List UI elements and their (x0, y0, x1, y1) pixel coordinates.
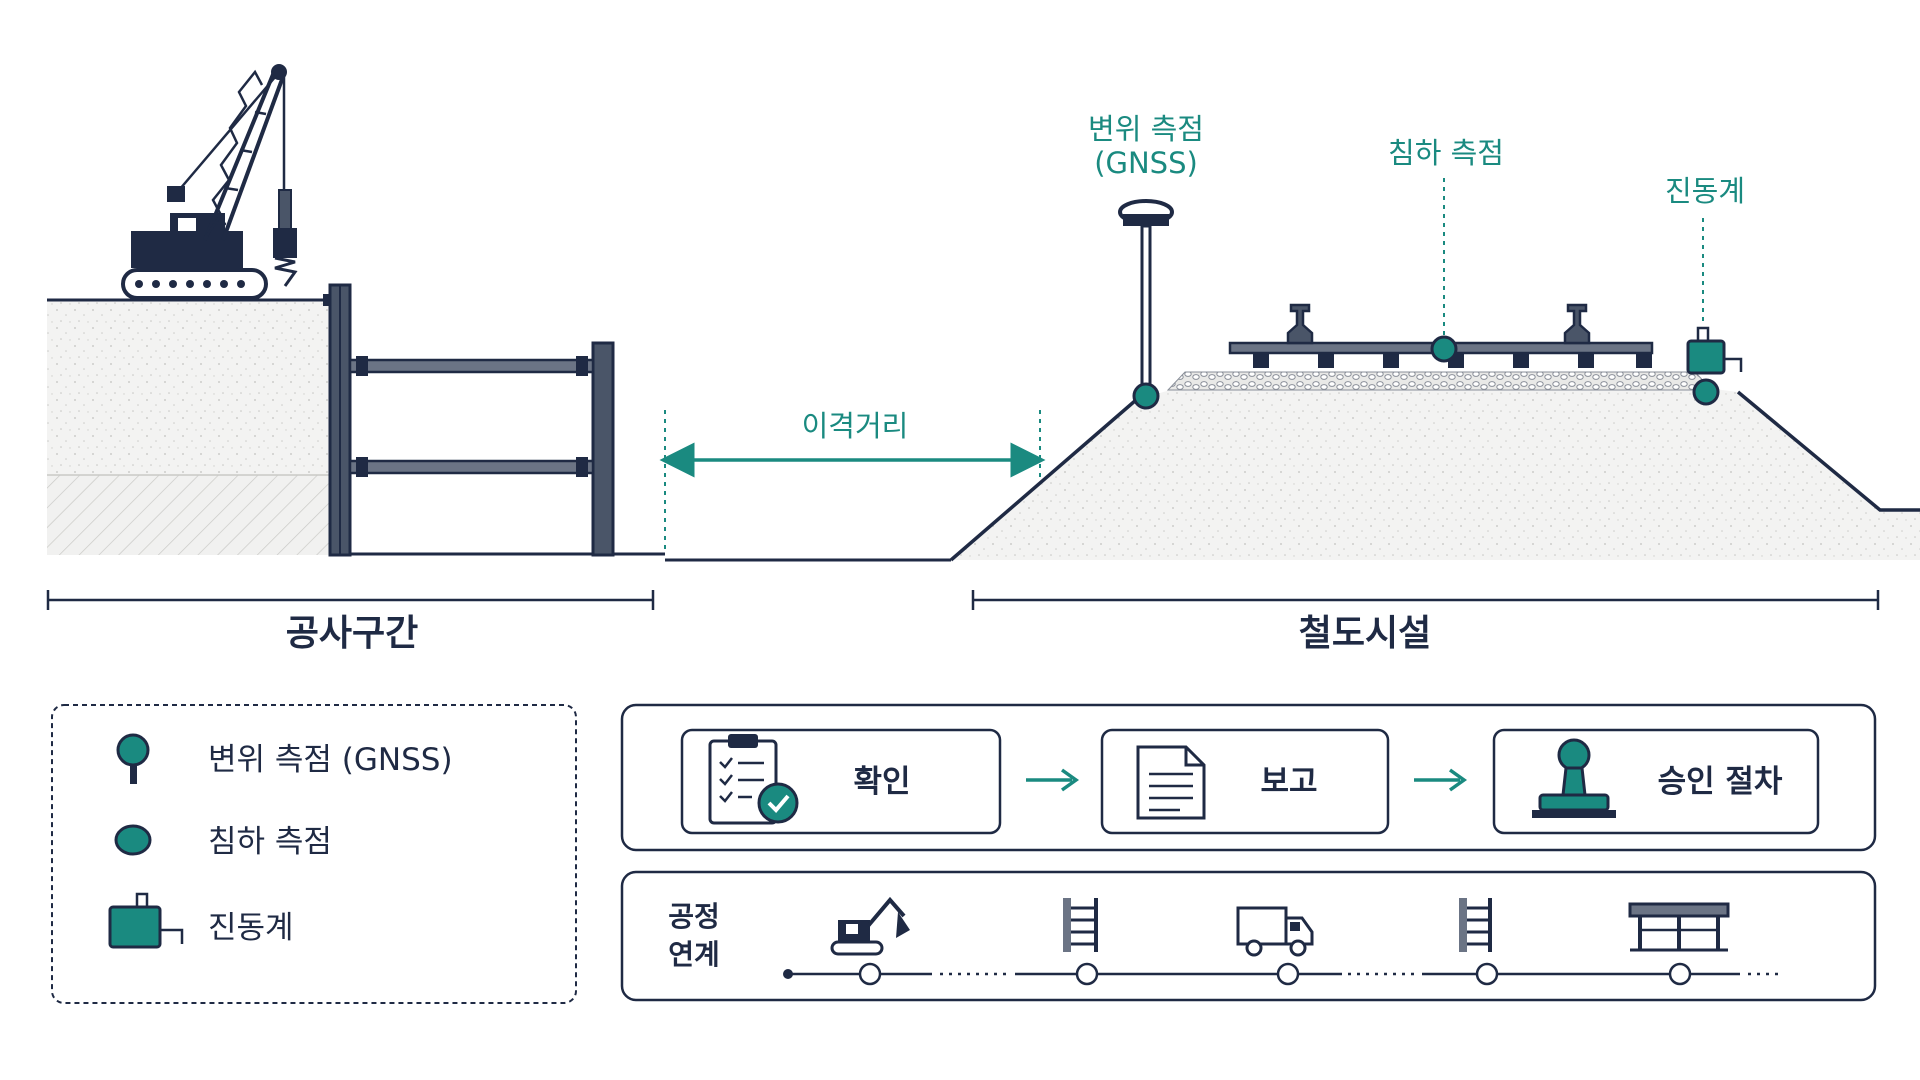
process-step-confirm: 확인 (680, 728, 1002, 835)
arrow-right-icon (1414, 768, 1468, 792)
separation-label: 이격거리 (802, 409, 909, 443)
linkage-timeline (783, 962, 1782, 986)
process-panel: 확인 보고 (620, 703, 1877, 852)
railway-embankment (665, 388, 1920, 562)
vibration-label: 진동계 (1665, 174, 1745, 208)
vibration-marker-icon (108, 892, 184, 949)
linkage-panel: 공정 연계 (620, 870, 1877, 1002)
legend-label-vibration: 진동계 (208, 910, 294, 946)
process-step-label-approval: 승인 절차 (1658, 764, 1783, 800)
gnss-marker-icon (116, 733, 150, 784)
process-step-report: 보고 (1100, 728, 1390, 835)
legend-label-settlement: 침하 측점 (208, 824, 332, 860)
strut-lower (348, 457, 595, 477)
excavator-icon (830, 896, 910, 956)
legend-item-vibration: 진동계 (108, 892, 294, 949)
crawler-crane-icon (121, 64, 298, 300)
legend-label-gnss: 변위 측점 (GNSS) (208, 742, 453, 778)
structure-icon (1628, 902, 1730, 952)
stamp-icon (1532, 738, 1616, 818)
railway-section-label: 철도시설 (1299, 613, 1431, 654)
separation-distance: 이격거리 (659, 409, 1046, 550)
linkage-label-line2: 연계 (668, 938, 720, 971)
gnss-label-line2: (GNSS) (1094, 146, 1198, 180)
timeline-node (1668, 962, 1692, 986)
ladder-icon (1063, 898, 1098, 952)
settlement-marker-icon (114, 824, 152, 856)
gnss-label-line1: 변위 측점 (1088, 112, 1204, 146)
process-step-label-report: 보고 (1260, 764, 1317, 800)
construction-section-bracket (46, 590, 655, 610)
construction-ground (47, 298, 665, 556)
document-icon (1136, 745, 1206, 820)
vibration-meter-icon (1686, 218, 1743, 406)
timeline-node (1075, 962, 1099, 986)
linkage-label-line1: 공정 (668, 900, 720, 933)
settlement-label: 침하 측점 (1388, 136, 1504, 170)
timeline-node (1276, 962, 1300, 986)
truck-icon (1236, 906, 1314, 957)
strut-upper (348, 356, 595, 376)
arrow-right-icon (1026, 768, 1080, 792)
rail-right (1563, 303, 1591, 345)
legend-item-gnss: 변위 측점 (GNSS) (116, 733, 453, 784)
gnss-pole-icon (1118, 199, 1174, 410)
timeline-node (1475, 962, 1499, 986)
retaining-wall (323, 283, 615, 557)
railway-section-bracket (971, 590, 1880, 610)
settlement-point-icon (1430, 178, 1458, 363)
checklist-icon (708, 734, 799, 825)
legend-item-settlement: 침하 측점 (114, 824, 332, 860)
process-step-approval: 승인 절차 (1492, 728, 1820, 835)
legend: 변위 측점 (GNSS) 침하 측점 진동계 (51, 704, 577, 1004)
rail-left (1286, 303, 1314, 345)
construction-section-label: 공사구간 (286, 613, 418, 654)
ladder-icon (1459, 898, 1492, 952)
process-step-label-confirm: 확인 (853, 764, 910, 800)
timeline-node (858, 962, 882, 986)
